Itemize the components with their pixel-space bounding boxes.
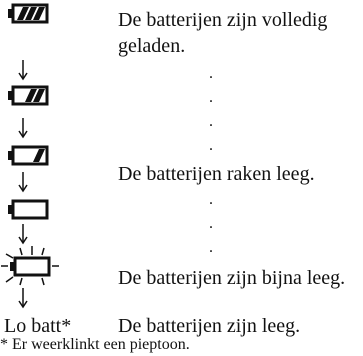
continuation-dot: .: [209, 191, 213, 208]
state-full-description-line1: De batterijen zijn volledig: [118, 9, 328, 31]
battery-empty-icon: [8, 199, 49, 220]
battery-full-icon: [8, 3, 49, 24]
continuation-dot: .: [209, 215, 213, 232]
down-arrow-icon: [17, 224, 29, 246]
down-arrow-icon: [17, 60, 29, 82]
continuation-dot: .: [209, 113, 213, 130]
battery-two-thirds-icon: [8, 85, 49, 106]
continuation-dot: .: [209, 65, 213, 82]
state-empty-description: De batterijen zijn leeg.: [118, 315, 301, 337]
continuation-dot: .: [209, 239, 213, 256]
footnote: * Er weerklinkt een pieptoon.: [0, 336, 190, 353]
battery-one-third-icon: [8, 145, 49, 166]
battery-empty-blinking-icon: [0, 244, 60, 290]
down-arrow-icon: [17, 172, 29, 194]
state-full-description-line2: geladen.: [118, 35, 186, 57]
down-arrow-icon: [17, 288, 29, 310]
continuation-dot: .: [209, 89, 213, 106]
down-arrow-icon: [17, 118, 29, 140]
continuation-dot: .: [209, 137, 213, 154]
state-almost-empty-description: De batterijen zijn bijna leeg.: [118, 267, 346, 289]
lo-batt-indicator: Lo batt*: [4, 315, 72, 337]
state-low-description: De batterijen raken leeg.: [118, 163, 315, 185]
